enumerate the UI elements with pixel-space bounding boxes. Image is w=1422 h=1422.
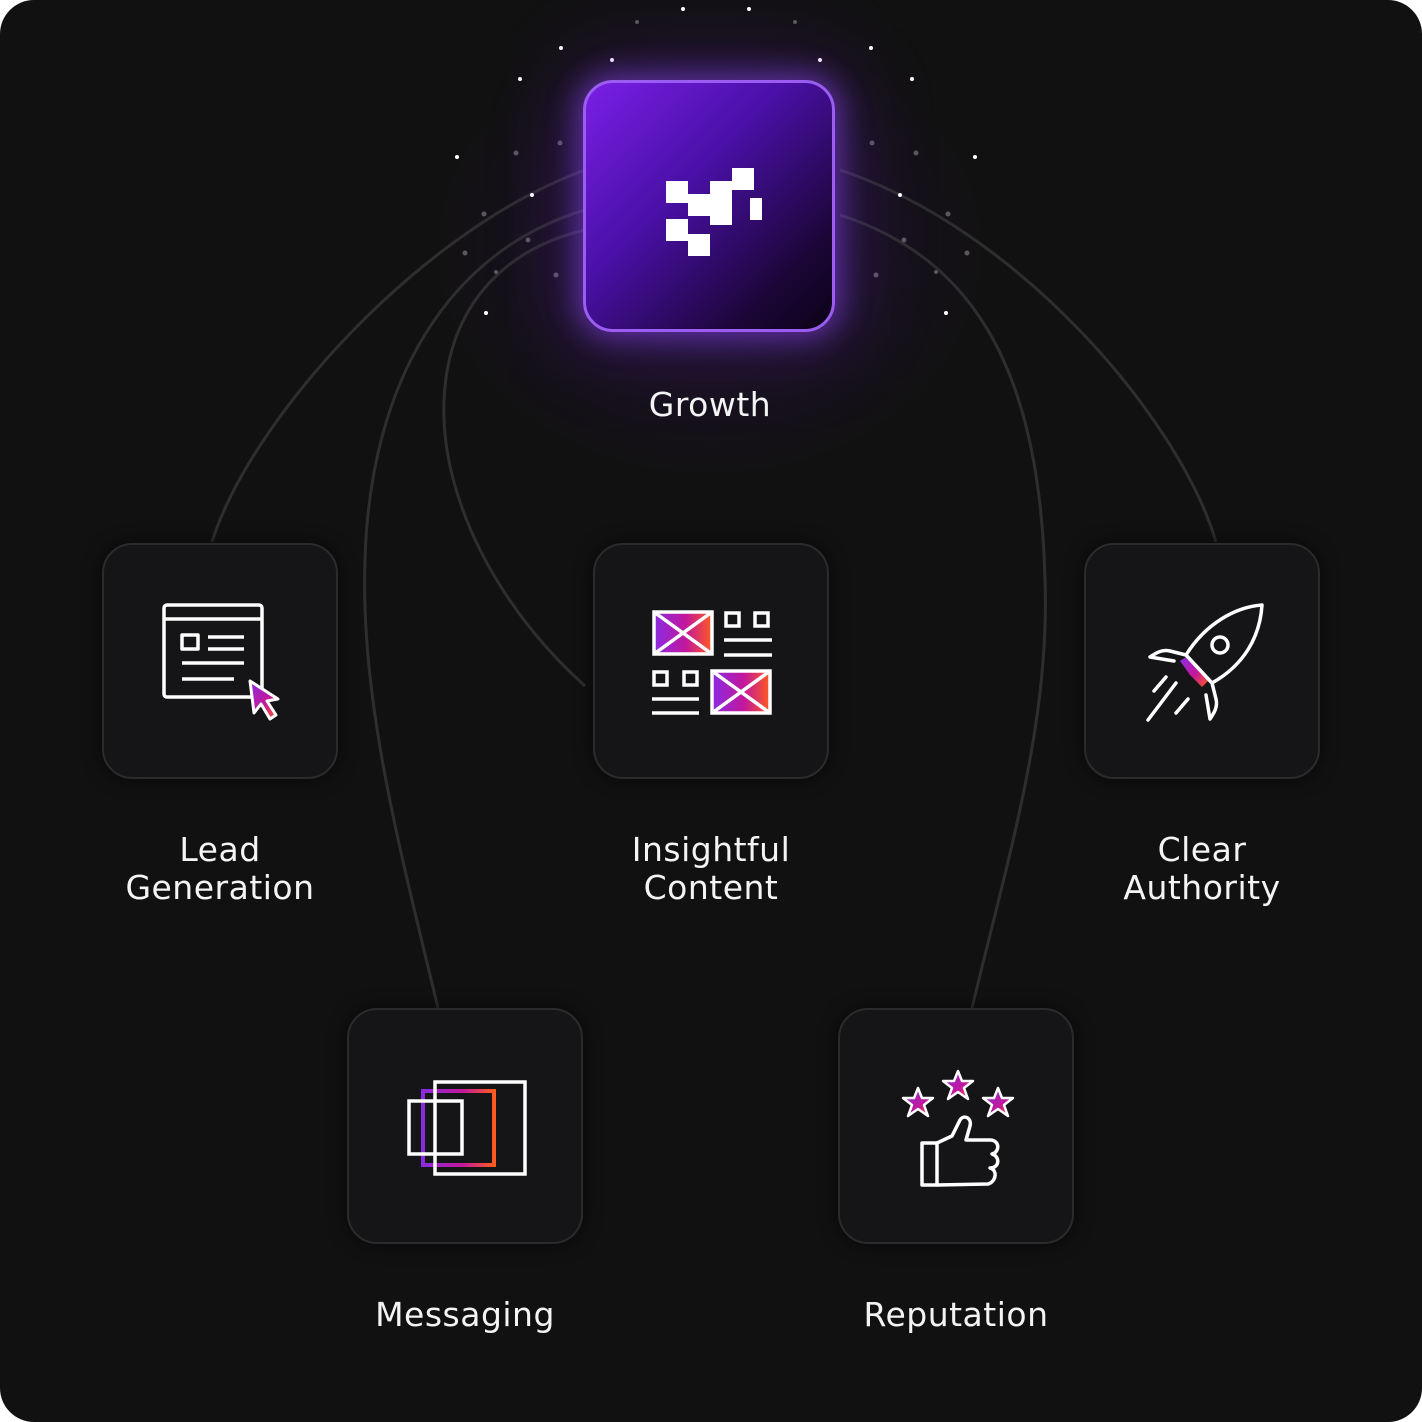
content-grid-icon [652,610,772,715]
messaging-label: Messaging [375,1295,555,1334]
thumbs-up-stars-icon [901,1069,1015,1187]
particle-dots [455,7,977,315]
connector-reputation [839,213,1047,1009]
tile-clear-authority[interactable] [1084,543,1320,779]
stacked-frames-icon [407,1080,527,1176]
tile-messaging[interactable] [347,1008,583,1244]
connector-insightful-content [442,228,587,688]
connector-lead-generation [210,168,586,543]
webpage-cursor-icon [162,603,280,721]
brand-logo-icon [666,168,762,256]
connector-clear-authority [839,168,1218,543]
reputation-label: Reputation [863,1295,1049,1334]
tile-reputation[interactable] [838,1008,1074,1244]
tile-lead-generation[interactable] [102,543,338,779]
connector-messaging [363,208,586,1009]
growth-label: Growth [648,385,772,424]
rocket-icon [1146,603,1264,722]
growth-hub-tile[interactable] [583,80,835,332]
tile-insightful-content[interactable] [593,543,829,779]
